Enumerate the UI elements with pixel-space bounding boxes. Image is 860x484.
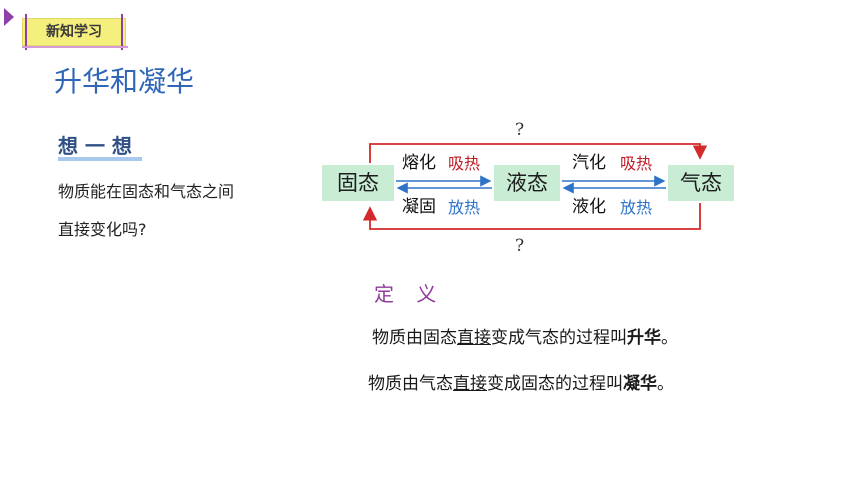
think-label: 想 一 想 bbox=[58, 134, 132, 158]
melting-heat-label: 吸热 bbox=[448, 154, 481, 173]
liquefying-label: 液化 bbox=[572, 197, 606, 217]
vaporizing-heat-label: 吸热 bbox=[620, 154, 653, 173]
state-box-gas: 气态 bbox=[668, 165, 734, 201]
def1-suffix: 。 bbox=[661, 328, 678, 348]
question-line-1: 物质能在固态和气态之间 bbox=[58, 182, 235, 201]
question-line-2: 直接变化吗? bbox=[58, 220, 147, 239]
solidifying-heat-label: 放热 bbox=[448, 198, 481, 217]
bottom-question-mark: ? bbox=[515, 236, 525, 256]
def2-prefix: 物质由气态 bbox=[368, 374, 453, 394]
section-badge-label: 新知学习 bbox=[46, 24, 102, 40]
def2-underlined: 直接 bbox=[453, 374, 487, 394]
vaporizing-label: 汽化 bbox=[572, 153, 606, 173]
def2-middle: 变成固态的过程叫 bbox=[487, 374, 623, 394]
def2-suffix: 。 bbox=[657, 374, 674, 394]
lesson-title: 升华和凝华 bbox=[54, 65, 195, 98]
think-underline bbox=[58, 157, 142, 161]
deposition-arrow bbox=[362, 203, 701, 230]
def1-prefix: 物质由固态 bbox=[372, 328, 457, 348]
def1-middle: 变成气态的过程叫 bbox=[491, 328, 627, 348]
section-badge bbox=[22, 18, 126, 46]
def2-term: 凝华 bbox=[623, 374, 657, 394]
solidifying-label: 凝固 bbox=[402, 197, 436, 217]
top-question-mark: ? bbox=[515, 120, 525, 140]
definition-title: 定 义 bbox=[374, 282, 445, 306]
sublimation-arrow bbox=[369, 143, 708, 163]
badge-underline bbox=[22, 46, 128, 48]
badge-bar-right bbox=[121, 14, 123, 50]
def1-term: 升华 bbox=[627, 328, 661, 348]
corner-triangle-icon bbox=[4, 8, 14, 26]
definition-deposition: 物质由气态直接变成固态的过程叫凝华。 bbox=[368, 372, 674, 396]
state-box-liquid: 液态 bbox=[494, 165, 560, 201]
state-box-solid: 固态 bbox=[322, 165, 394, 201]
melting-label: 熔化 bbox=[402, 153, 436, 173]
liquefying-heat-label: 放热 bbox=[620, 198, 653, 217]
badge-bar-left bbox=[25, 14, 27, 50]
def1-underlined: 直接 bbox=[457, 328, 491, 348]
definition-sublimation: 物质由固态直接变成气态的过程叫升华。 bbox=[372, 326, 678, 350]
